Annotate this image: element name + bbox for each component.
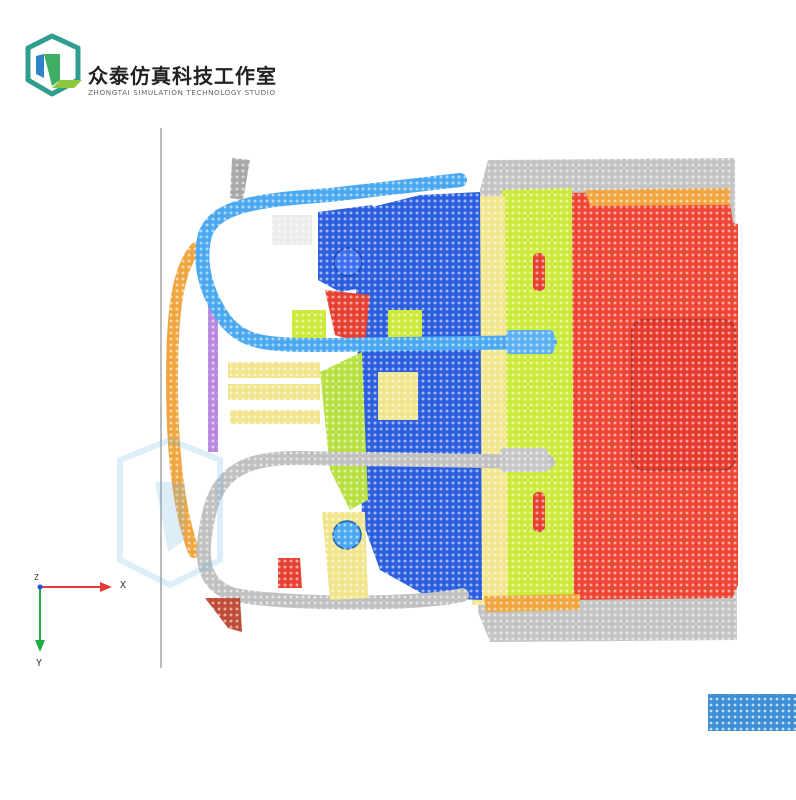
triad-x-label: X: [120, 580, 127, 591]
faded-hexagon-watermark-icon: [117, 436, 223, 589]
vehicle-frame-model[interactable]: [165, 150, 740, 650]
coordinate-triad: [35, 582, 112, 652]
company-logo: 众泰仿真科技工作室 ZHONGTAI SIMULATION TECHNOLOGY…: [22, 30, 312, 105]
mesh-overlay: [165, 150, 740, 650]
watermark: [117, 436, 223, 589]
logo-title: 众泰仿真科技工作室: [88, 64, 277, 88]
hexagon-pixel-logo-icon: [25, 33, 82, 97]
triad-z-label: Z: [34, 573, 39, 582]
logo-subtitle: ZHONGTAI SIMULATION TECHNOLOGY STUDIO: [88, 88, 276, 97]
triad-y-label: Y: [36, 658, 43, 669]
